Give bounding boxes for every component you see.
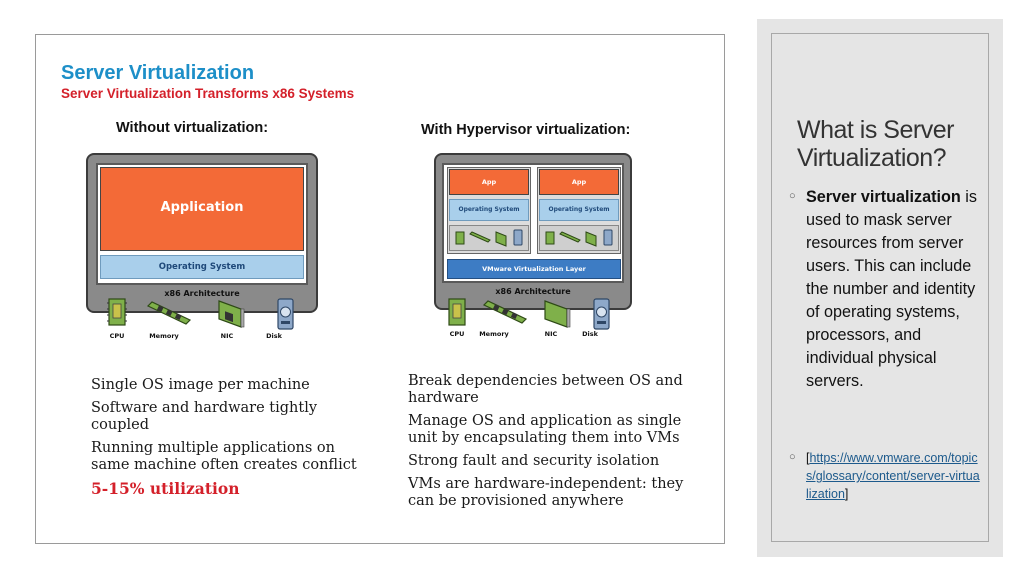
vm-1-virtual-hardware — [449, 225, 529, 251]
vm-arch-label: x86 Architecture — [495, 287, 571, 296]
hw-label-disk: Disk — [266, 332, 282, 340]
vm-2: App Operating System — [537, 167, 621, 254]
text-panel-border — [771, 33, 989, 542]
utilization-highlight: 5-15% utilization — [91, 479, 240, 498]
with-bullets: Break dependencies between OS and hardwa… — [408, 373, 698, 516]
with-bullet: Break dependencies between OS and hardwa… — [408, 373, 683, 406]
vm-1: App Operating System — [447, 167, 531, 254]
application-label: Application — [160, 200, 244, 215]
os-label: Operating System — [158, 262, 246, 272]
vm-2-virtual-hardware — [539, 225, 619, 251]
bullet-circle-icon: ○ — [789, 190, 796, 202]
nic-card-icon — [544, 300, 571, 328]
vm-1-os-label: Operating System — [458, 206, 520, 213]
memory-stick-icon — [146, 301, 192, 325]
physical-machine-diagram: Application Operating System x86 Archite… — [86, 153, 318, 313]
source-bullet: [https://www.vmware.com/topics/glossary/… — [806, 449, 981, 503]
machine-screen: Application Operating System — [96, 163, 308, 285]
without-bullet: Software and hardware tightly coupled — [91, 400, 318, 433]
definition-text: is used to mask server resources from se… — [806, 188, 977, 390]
hw-label-memory: Memory — [149, 332, 179, 340]
vm-1-app-label: App — [481, 178, 497, 186]
virtualized-machine-diagram: App Operating System App — [434, 153, 632, 310]
bullet-circle-icon: ○ — [789, 451, 796, 463]
vm-1-os: Operating System — [449, 199, 529, 221]
source-bracket-open: [ — [806, 451, 810, 465]
without-bullet: Running multiple applications on same ma… — [91, 440, 357, 473]
arch-label: x86 Architecture — [164, 289, 240, 298]
disk-drive-icon — [277, 298, 294, 330]
with-heading: With Hypervisor virtualization: — [421, 122, 631, 138]
panel-title: What is Server Virtualization? — [797, 116, 954, 172]
with-bullet: Manage OS and application as single unit… — [408, 413, 682, 446]
hw-label-memory: Memory — [479, 330, 509, 338]
nic-card-icon — [218, 300, 245, 328]
disk-drive-icon — [593, 298, 610, 330]
vm-1-app: App — [449, 169, 529, 195]
with-bullet: VMs are hardware-independent: they can b… — [408, 476, 684, 509]
figure-title: Server Virtualization — [61, 62, 255, 84]
definition-term: Server virtualization — [806, 188, 961, 206]
vm-2-app-label: App — [571, 178, 587, 186]
cpu-chip-icon — [107, 298, 127, 326]
source-link[interactable]: https://www.vmware.com/topics/glossary/c… — [806, 451, 980, 501]
figure-subtitle: Server Virtualization Transforms x86 Sys… — [61, 86, 355, 101]
virtualization-layer: VMware Virtualization Layer — [447, 259, 621, 279]
vm-2-os: Operating System — [539, 199, 619, 221]
hw-label-cpu: CPU — [109, 332, 125, 340]
definition-bullet: Server virtualization is used to mask se… — [806, 186, 981, 393]
vm-2-os-label: Operating System — [548, 206, 610, 213]
text-panel: What is Server Virtualization? ○ Server … — [757, 19, 1003, 557]
vm-screen: App Operating System App — [442, 163, 624, 283]
hw-label-cpu: CPU — [449, 330, 465, 338]
application-block: Application — [100, 167, 304, 251]
os-block: Operating System — [100, 255, 304, 279]
without-bullets: Single OS image per machine Software and… — [91, 377, 371, 503]
virtual-hardware-icon — [455, 229, 523, 247]
virtualization-layer-label: VMware Virtualization Layer — [482, 265, 586, 273]
hw-label-nic: NIC — [544, 330, 558, 338]
without-heading: Without virtualization: — [116, 120, 269, 136]
cpu-chip-icon — [448, 298, 466, 326]
with-bullet: Strong fault and security isolation — [408, 453, 660, 469]
virtualization-figure: Server Virtualization Server Virtualizat… — [35, 34, 725, 544]
virtual-hardware-icon — [545, 229, 613, 247]
without-bullet: Single OS image per machine — [91, 377, 310, 393]
vm-2-app: App — [539, 169, 619, 195]
source-bracket-close: ] — [844, 487, 849, 501]
memory-stick-icon — [482, 300, 528, 324]
hw-label-nic: NIC — [220, 332, 234, 340]
hw-label-disk: Disk — [582, 330, 598, 338]
